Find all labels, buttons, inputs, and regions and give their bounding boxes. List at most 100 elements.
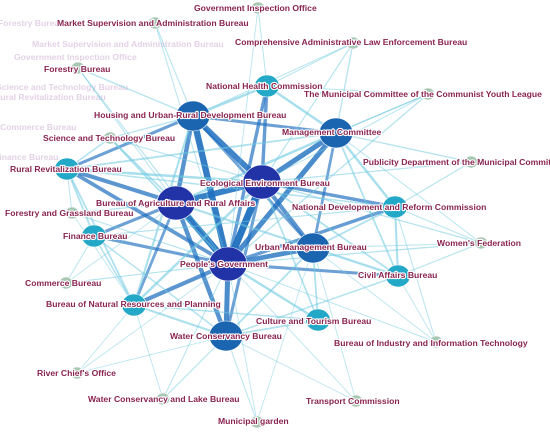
edge-wcb-tc (225, 335, 357, 402)
edge-pg-mg (227, 263, 258, 423)
edge-baar-umb (174, 201, 315, 250)
edge-eeb-cab (261, 181, 399, 277)
ghost-label: Market Supervision and Administration Bu… (32, 39, 224, 49)
edge-ndrc-rrb (66, 168, 396, 208)
edge-eeb-pdmc (261, 161, 472, 183)
edge-hurd-msab (154, 22, 194, 117)
node-label-nhc: National Health Commission (206, 81, 323, 91)
edge-eeb-ctb (261, 181, 319, 321)
edge-rco-pg (76, 263, 229, 374)
node-pdmc[interactable] (463, 155, 479, 169)
node-wcb[interactable] (208, 320, 244, 352)
node-label-ctb: Culture and Tourism Bureau (256, 316, 371, 326)
node-label-baar: Bureau of Agriculture and Rural Affairs (96, 198, 256, 208)
edge-ndrc-biit (394, 206, 437, 343)
ghost-label: Finance Bureau (0, 152, 58, 162)
node-rrb[interactable] (54, 157, 80, 181)
edge-pg-fgb (71, 212, 229, 265)
node-label-caleb: Comprehensive Administrative Law Enforce… (235, 37, 467, 47)
edge-pg-com (65, 263, 229, 284)
node-umb[interactable] (295, 232, 331, 264)
edge-pg-rrb (65, 167, 230, 266)
node-label-stb: Science and Technology Bureau (43, 133, 175, 143)
node-pg[interactable] (208, 246, 248, 282)
edge-pg-biit (227, 263, 437, 343)
edge-forestry-baar (77, 67, 177, 204)
edge-pg-cab (226, 262, 400, 278)
node-label-msab: Market Supervision and Administration Bu… (57, 18, 249, 28)
node-label-umb: Urban Management Bureau (255, 242, 367, 252)
node-label-bnrp: Bureau of Natural Resources and Planning (46, 299, 221, 309)
node-label-eeb: Ecological Environment Bureau (200, 178, 330, 188)
node-label-wf: Women's Federation (437, 238, 521, 248)
node-tc[interactable] (348, 394, 364, 408)
edge-bnrp-ctb (133, 304, 319, 321)
edge-hurd-mc (191, 114, 338, 135)
node-stb[interactable] (102, 131, 118, 145)
edge-nhc-gio (257, 7, 268, 87)
node-wclb[interactable] (155, 392, 171, 406)
edge-wcb-rco (76, 335, 227, 374)
edge-ndrc-pdmc (394, 161, 472, 208)
edge-nhc-caleb (266, 42, 354, 87)
node-eeb[interactable] (242, 164, 282, 200)
node-ctb[interactable] (305, 308, 331, 332)
node-label-tc: Transport Commission (306, 396, 400, 406)
node-cyl[interactable] (420, 87, 436, 101)
edge-baar-wcb (173, 200, 229, 339)
edge-pg-tc (227, 263, 357, 402)
node-label-pg: People's Government (180, 259, 268, 269)
edge-mc-rrb (66, 132, 337, 170)
node-hurd[interactable] (175, 100, 211, 132)
edge-umb-tc (312, 247, 357, 402)
node-biit[interactable] (428, 335, 444, 349)
edge-cab-biit (397, 275, 437, 343)
node-mc[interactable] (318, 117, 354, 149)
edge-eeb-bnrp (132, 180, 264, 307)
node-ndrc[interactable] (382, 195, 408, 219)
edge-stb-eeb (109, 137, 263, 183)
node-com[interactable] (58, 276, 74, 290)
node-label-wclb: Water Conservancy and Lake Bureau (88, 394, 240, 404)
node-label-rrb: Rural Revitalization Bureau (10, 164, 122, 174)
node-label-rco: River Chief's Office (37, 368, 116, 378)
node-label-mg: Municipal garden (218, 416, 289, 426)
node-rco[interactable] (69, 366, 85, 380)
edge-fin-ndrc (93, 206, 396, 237)
node-nhc[interactable] (254, 74, 280, 98)
node-baar[interactable] (156, 185, 196, 221)
edge-fgb-bnrp (71, 212, 135, 306)
node-wf[interactable] (473, 236, 489, 250)
node-layer (54, 1, 489, 429)
node-label-cab: Civil Affairs Bureau (358, 270, 437, 280)
node-bnrp[interactable] (121, 293, 147, 317)
edge-umb-biit (312, 247, 437, 343)
node-label-ndrc: National Development and Reform Commissi… (292, 202, 486, 212)
edge-mc-pdmc (335, 132, 472, 163)
node-label-fin: Finance Bureau (63, 231, 127, 241)
edge-pg-wclb (162, 263, 229, 400)
node-forestry[interactable] (70, 61, 86, 75)
edge-umb-wf (312, 242, 482, 249)
node-gio[interactable] (250, 1, 266, 15)
ghost-label: Forestry Bureau (0, 18, 64, 28)
node-msab[interactable] (147, 16, 163, 30)
edge-wcb-umb (225, 247, 314, 337)
edge-pg-hurd (189, 112, 232, 268)
edge-cab-wf (397, 242, 482, 277)
node-fin[interactable] (81, 224, 107, 248)
node-label-pdmc: Publicity Department of the Municipal Co… (363, 157, 550, 167)
node-fgb[interactable] (64, 206, 80, 220)
edge-fin-wcb (93, 235, 227, 337)
edge-hurd-rrb (65, 114, 195, 171)
node-cab[interactable] (385, 264, 411, 288)
edge-wclb-bnrp (133, 304, 164, 400)
edge-bnrp-rco (76, 304, 135, 374)
node-label-hurd: Housing and Urban-Rural Development Bure… (94, 110, 286, 120)
edge-ndrc-wf (394, 206, 482, 244)
node-mg[interactable] (249, 415, 265, 429)
node-label-forestry: Forestry Bureau (44, 64, 110, 74)
node-caleb[interactable] (345, 36, 361, 50)
node-label-biit: Bureau of Industry and Information Techn… (334, 338, 528, 348)
